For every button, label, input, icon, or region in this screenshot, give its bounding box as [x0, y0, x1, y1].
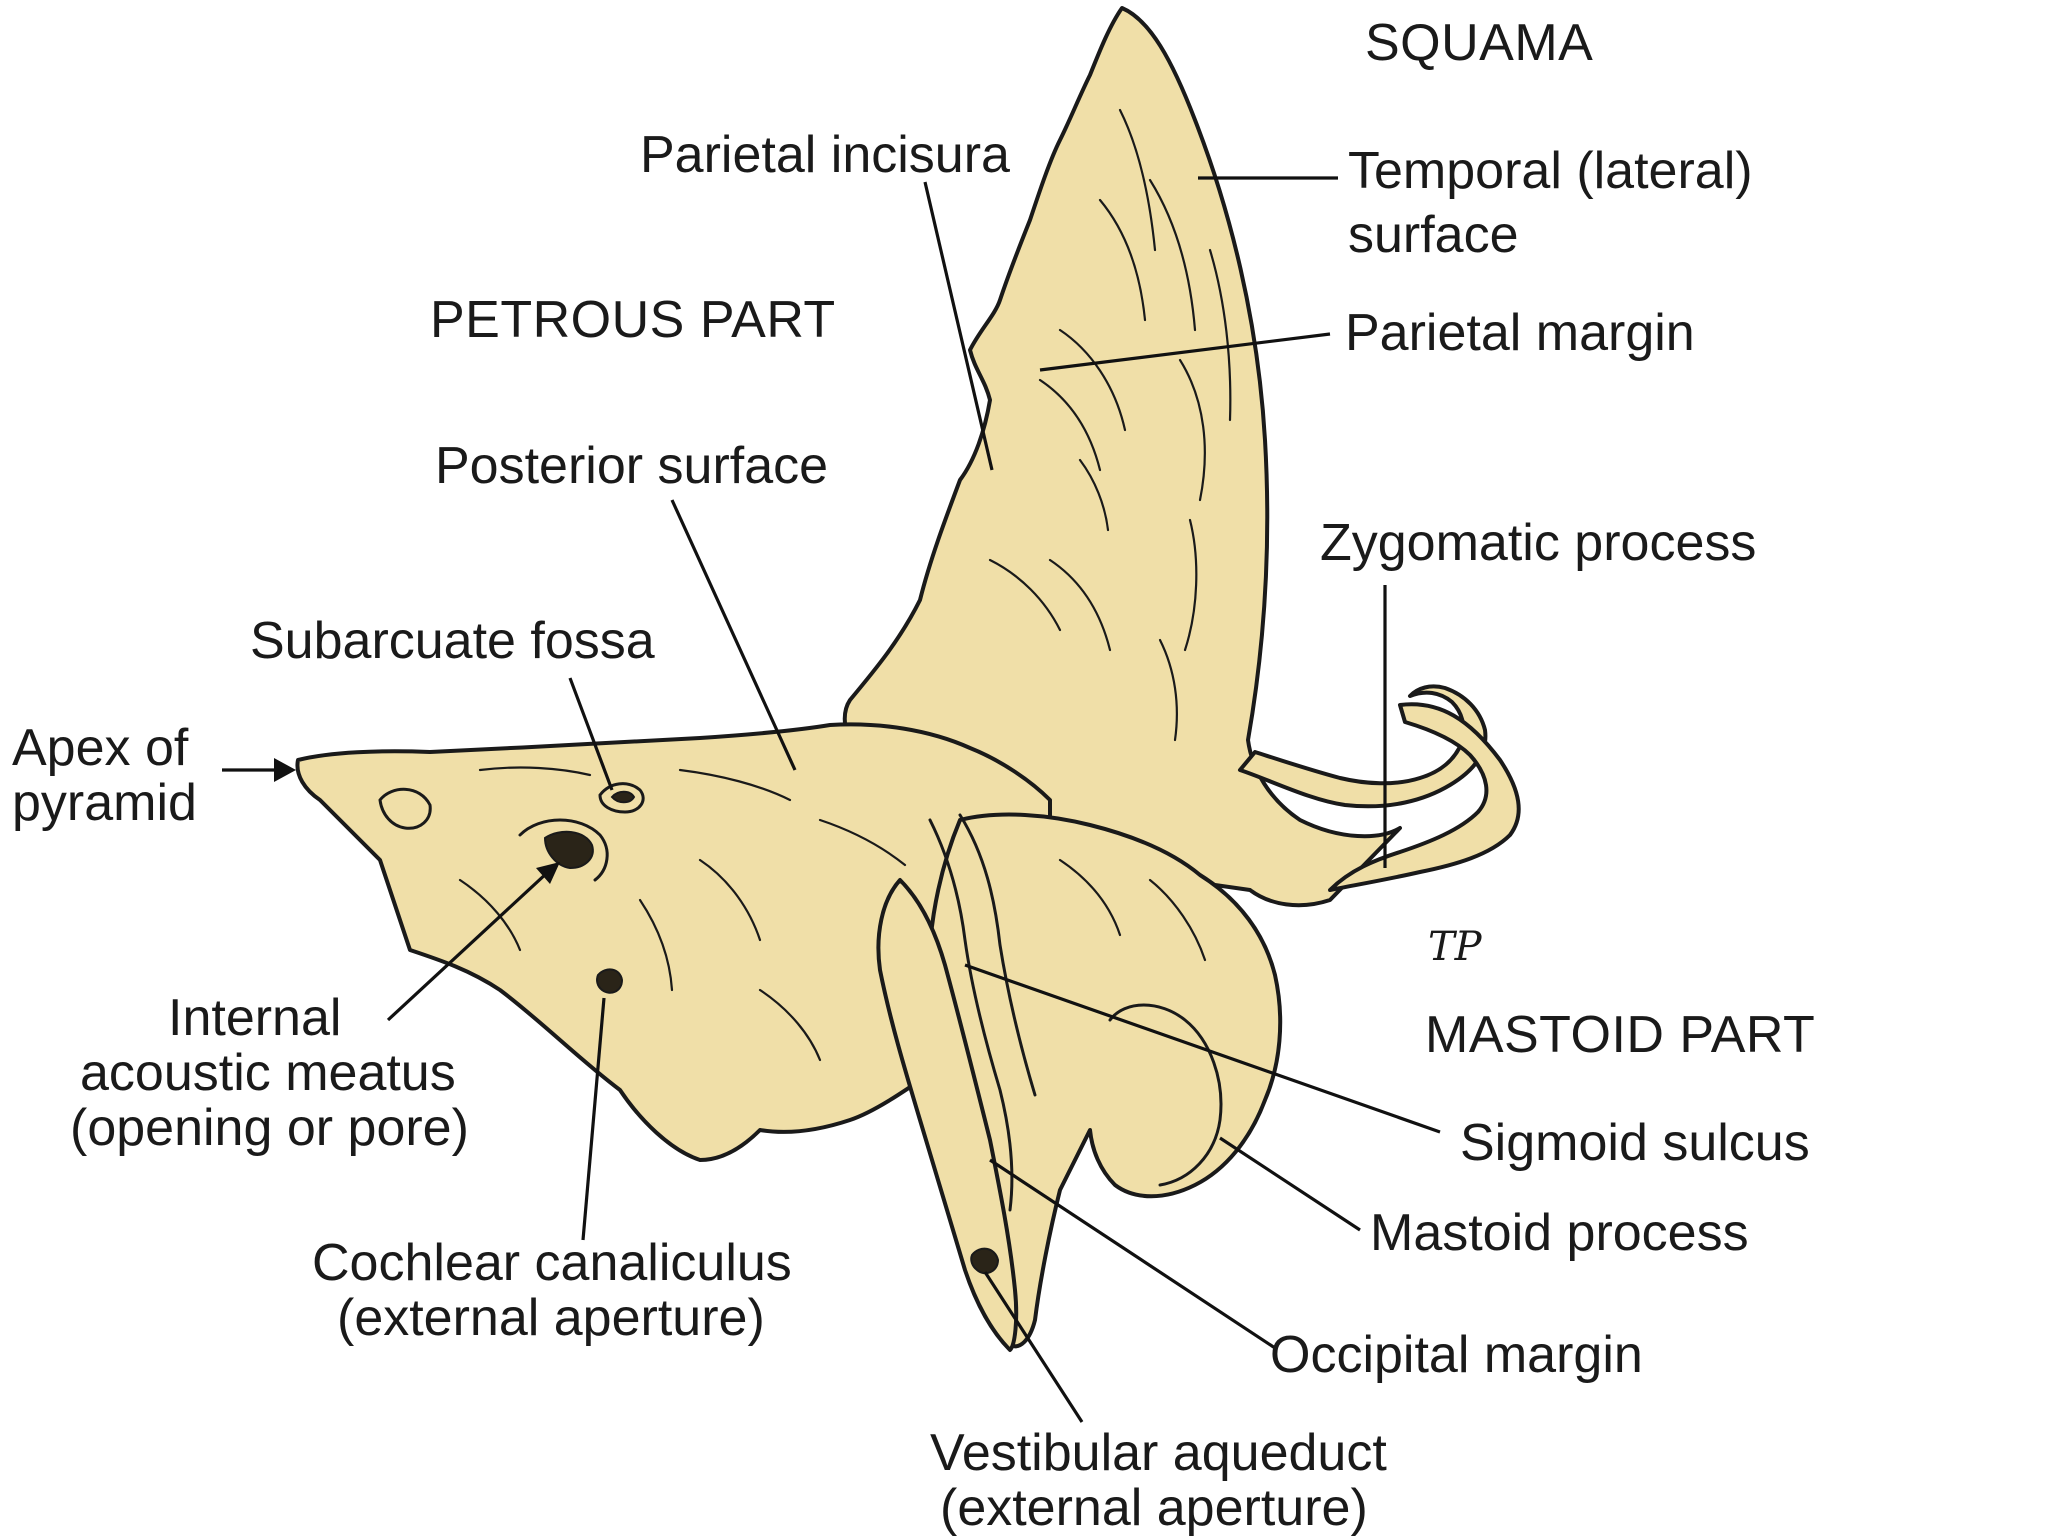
apex-detail [378, 787, 432, 830]
label-temporal-surface-line1: Temporal (lateral) [1348, 142, 1753, 200]
label-iam-line1: Internal [168, 989, 341, 1047]
artist-signature: TP [1428, 924, 1483, 970]
leader-posterior-surface [670, 499, 797, 771]
zygomatic-root [1328, 702, 1521, 892]
zygomatic-process-shape [1238, 684, 1488, 809]
label-zygomatic-process: Zygomatic process [1320, 514, 1756, 572]
leader-parietal-incisura [923, 181, 994, 471]
sigmoid-sulcus-groove [928, 818, 1014, 1212]
label-apex-line1: Apex of [12, 719, 189, 777]
leader-lines [222, 176, 1441, 1423]
leader-internal-acoustic-meatus [386, 870, 550, 1022]
temporal-bone-illustration: TP [295, 6, 1521, 1352]
leader-vestibular-aqueduct [983, 1271, 1084, 1423]
region-petrous-part: PETROUS PART [430, 291, 836, 349]
label-cochlear-line2: (external aperture) [337, 1289, 765, 1347]
cochlear-canaliculus-opening [596, 968, 624, 994]
mastoid-process-contour [1108, 1003, 1223, 1187]
label-posterior-surface: Posterior surface [435, 437, 828, 495]
iam-rim [518, 818, 609, 882]
subarcuate-fossa-pit [610, 790, 636, 804]
leader-occipital-margin [989, 1158, 1276, 1350]
leader-cochlear-canaliculus [581, 997, 606, 1241]
label-vestibular-line2: (external aperture) [940, 1479, 1368, 1536]
label-mastoid-process: Mastoid process [1370, 1204, 1749, 1262]
occipital-strip [876, 878, 1019, 1352]
label-iam-line2: acoustic meatus [80, 1044, 456, 1102]
leader-subarcuate-fossa [568, 677, 614, 791]
leader-sigmoid-sulcus [964, 963, 1441, 1134]
label-temporal-surface-line2: surface [1348, 206, 1519, 264]
label-vestibular-line1: Vestibular aqueduct [930, 1424, 1387, 1482]
internal-acoustic-meatus-opening [543, 830, 594, 870]
region-mastoid-part: MASTOID PART [1425, 1006, 1815, 1064]
label-parietal-margin: Parietal margin [1345, 304, 1695, 362]
sigmoid-sulcus-groove-2 [958, 813, 1037, 1097]
subarcuate-fossa-shape [598, 782, 645, 814]
leader-iam-arrowhead [536, 862, 560, 884]
petrous-hatching [458, 766, 1207, 1062]
vestibular-aqueduct-opening [970, 1247, 1000, 1275]
label-iam-line3: (opening or pore) [70, 1099, 469, 1157]
label-subarcuate-fossa: Subarcuate fossa [250, 612, 655, 670]
label-apex-line2: pyramid [12, 774, 197, 832]
label-occipital-margin: Occipital margin [1270, 1326, 1643, 1384]
leader-parietal-margin [1039, 332, 1331, 372]
label-sigmoid-sulcus: Sigmoid sulcus [1460, 1114, 1810, 1172]
label-cochlear-line1: Cochlear canaliculus [312, 1234, 792, 1292]
leader-apex-arrowhead [274, 758, 296, 782]
region-squama: SQUAMA [1365, 14, 1593, 72]
label-parietal-incisura: Parietal incisura [640, 126, 1010, 184]
squama-hatching [988, 108, 1232, 742]
leader-mastoid-process [1219, 1136, 1361, 1232]
